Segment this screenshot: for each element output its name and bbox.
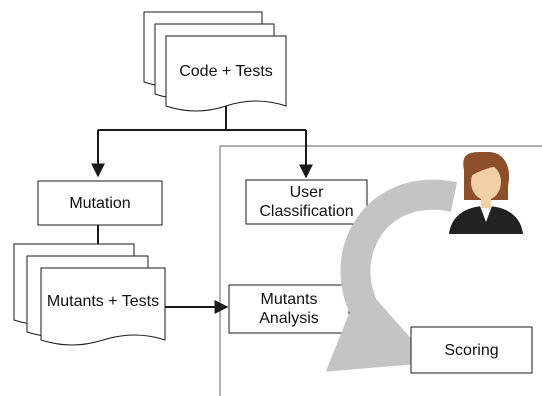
mutation-box [37, 180, 163, 226]
code-tests-connectors [91, 106, 313, 179]
analysis-frame [219, 145, 542, 396]
scoring-box [410, 326, 533, 374]
mutants-tests-document [40, 267, 166, 346]
code-tests-document-stack [143, 11, 287, 112]
user-avatar-icon [449, 151, 523, 234]
mutants-tests-document-stack [13, 243, 166, 346]
curved-arrow-icon [325, 179, 458, 372]
mutants-analysis-box [228, 284, 350, 334]
user-classification-box [245, 179, 368, 225]
code-tests-document [165, 35, 287, 112]
